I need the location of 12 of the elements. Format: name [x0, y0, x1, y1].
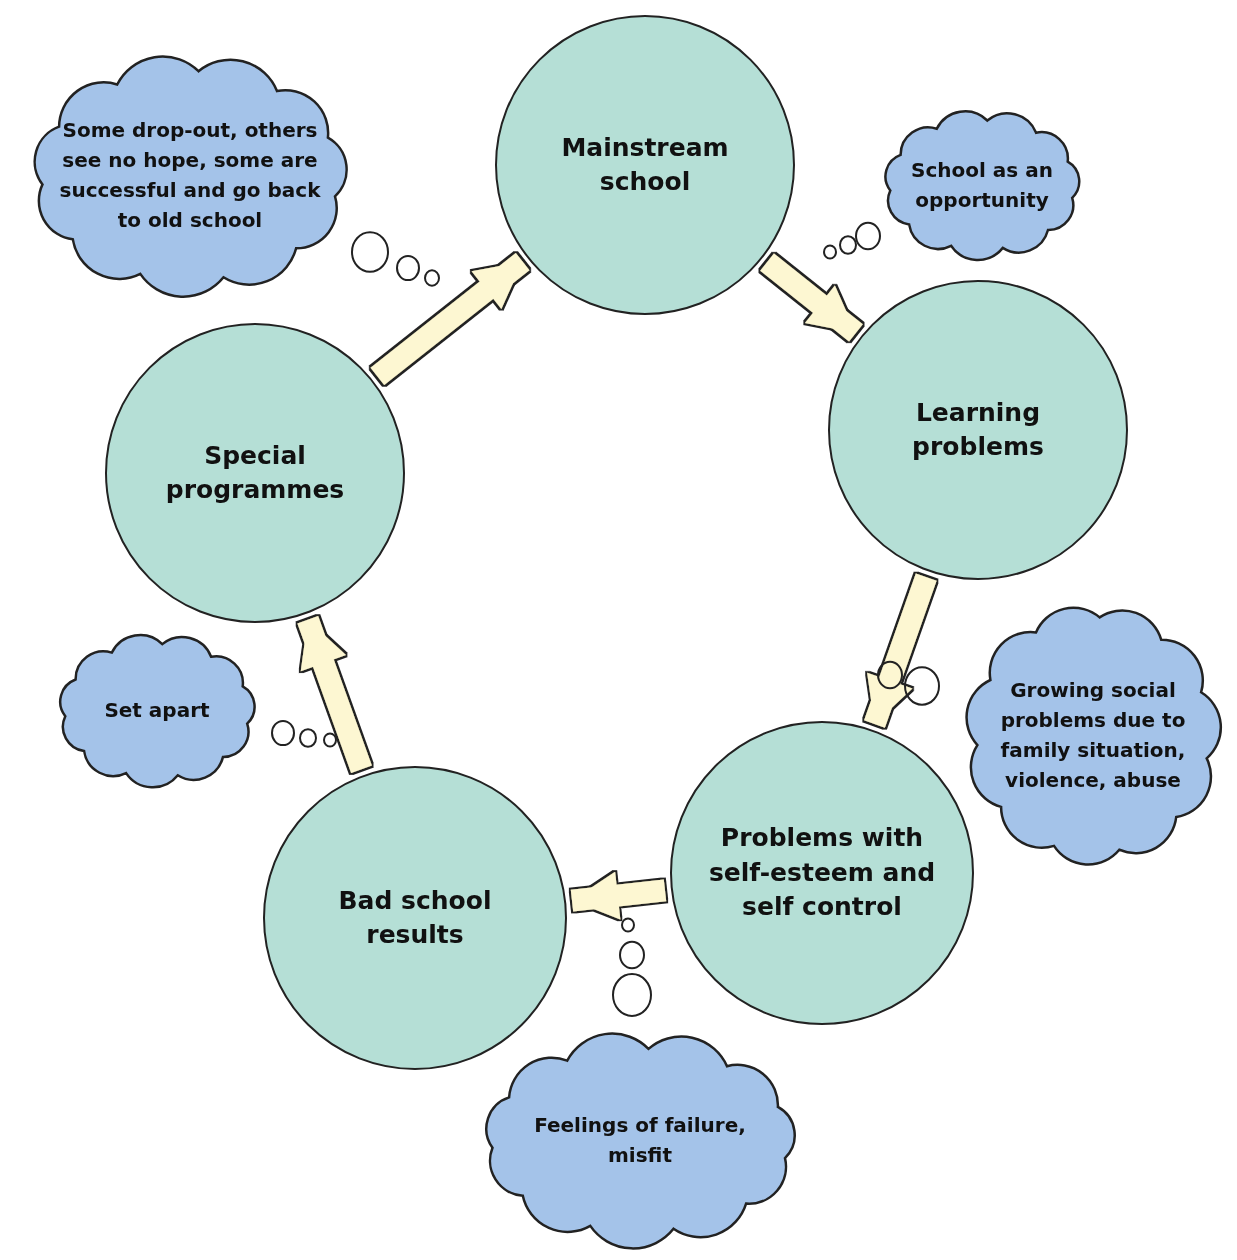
- stage-label: Learning problems: [911, 396, 1045, 463]
- stage-label: Mainstream school: [560, 131, 730, 198]
- block-arrow: [760, 253, 863, 342]
- thought-text: Some drop-out, others see no hope, some are successful and go back to old school: [58, 117, 322, 234]
- thought-text: School as an opportunity: [910, 157, 1054, 214]
- block-arrow: [570, 871, 667, 920]
- thought-text: Feelings of failure, misfit: [533, 1112, 747, 1169]
- stage-label: Problems with self-esteem and self control: [708, 822, 936, 924]
- stage-label: Special programmes: [164, 439, 346, 506]
- thought-text: Growing social problems due to family situation, violence, abuse: [999, 677, 1187, 794]
- thought-text: Set apart: [103, 697, 211, 724]
- stage-label: Bad school results: [337, 884, 493, 951]
